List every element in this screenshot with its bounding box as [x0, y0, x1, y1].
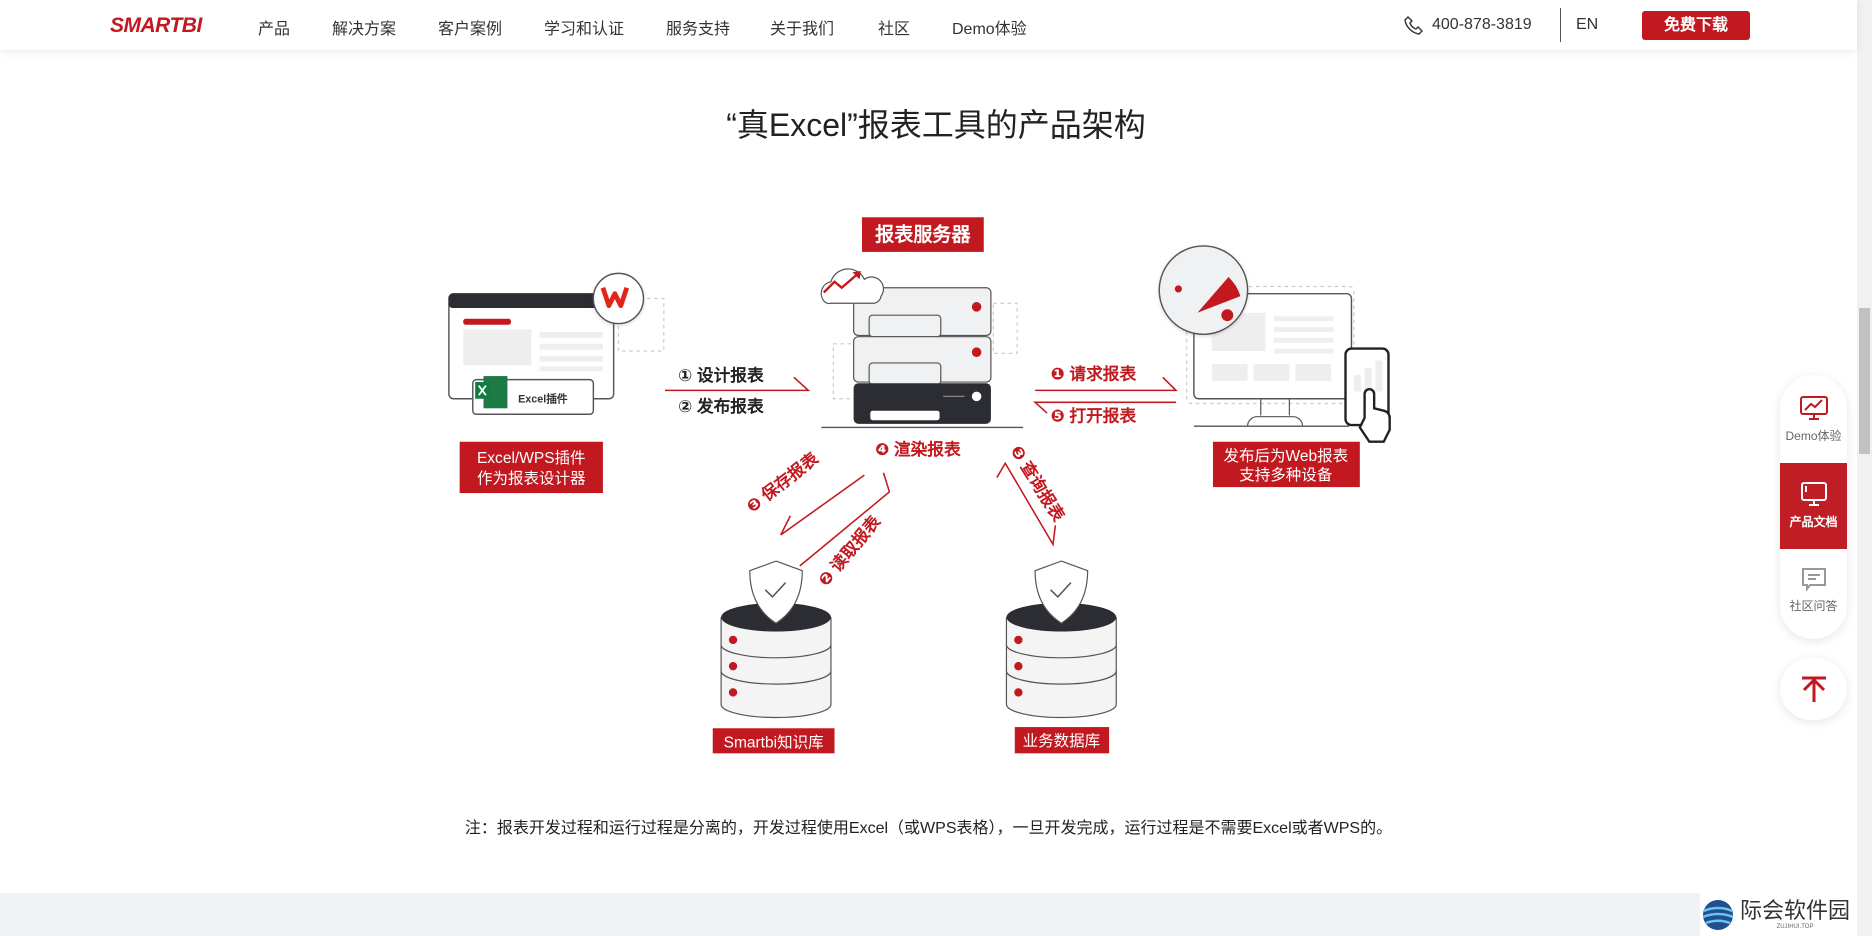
check-icon — [1050, 582, 1072, 599]
watermark-name: 际会软件园 — [1740, 897, 1851, 923]
free-download-button[interactable]: 免费下载 — [1642, 11, 1750, 40]
monitor-icon — [1800, 482, 1827, 506]
hand-pointer-icon — [1358, 388, 1391, 443]
scrollbar-thumb[interactable] — [1859, 308, 1870, 454]
sidebar-item-demo[interactable]: Demo体验 — [1780, 395, 1847, 444]
server-label: 报表服务器 — [875, 223, 971, 246]
excel-plugin-label: Excel插件 — [518, 392, 568, 405]
nav-about[interactable]: 关于我们 — [770, 21, 835, 38]
sidebar-item-label: Demo体验 — [1785, 429, 1842, 443]
arrow-query — [996, 461, 1057, 547]
language-switch[interactable]: EN — [1576, 16, 1599, 33]
server-label-box — [861, 217, 984, 252]
scrollbar[interactable] — [1857, 0, 1872, 936]
db-indicator — [728, 662, 738, 671]
step-render: ❹ 渲染报表 — [875, 439, 961, 459]
designer-label-box — [459, 441, 603, 494]
page-title: “真Excel”报表工具的产品架构 — [726, 107, 1146, 143]
watermark: 际会软件园 ZUJIHUI.TOP — [1700, 893, 1857, 936]
arrow-save — [780, 474, 865, 536]
arrow-request — [1035, 376, 1178, 392]
step-open: ❺ 打开报表 — [1051, 405, 1137, 425]
business-db-label: 业务数据库 — [1023, 732, 1101, 750]
db-body — [720, 617, 832, 719]
knowledge-db-label-box — [712, 728, 835, 754]
arrow-read — [799, 472, 891, 567]
footnote: 注：报表开发过程和运行过程是分离的，开发过程使用Excel（或WPS表格），一旦… — [464, 820, 1393, 837]
business-db-label-box — [1014, 727, 1110, 754]
db-indicator — [1014, 635, 1023, 645]
db-indicator — [1014, 662, 1023, 671]
designer-window-illustration: Excel插件 — [448, 272, 665, 415]
watermark-sub: ZUJIHUI.TOP — [1776, 923, 1814, 930]
sidebar-item-qa[interactable]: 社区问答 — [1780, 567, 1847, 614]
divider — [1560, 8, 1561, 42]
db-body — [1005, 617, 1117, 719]
phone-icon — [1404, 16, 1423, 35]
cloud-icon — [820, 268, 885, 305]
step-save: ❸ 保存报表 — [742, 448, 822, 517]
nav-demo[interactable]: Demo体验 — [952, 21, 1027, 38]
phone-contact[interactable]: 400-878-3819 — [1404, 15, 1532, 35]
db-ring — [1005, 670, 1117, 685]
arrow-up-icon — [1802, 676, 1826, 702]
server-illustration — [820, 268, 1024, 429]
nav-community[interactable]: 社区 — [878, 21, 911, 38]
globe-logo-icon — [1702, 899, 1734, 930]
top-nav: SMARTBI 产品 解决方案 客户案例 学习和认证 服务支持 关于我们 社区 … — [0, 0, 1857, 50]
db-ring — [1005, 644, 1117, 659]
web-client-illustration — [1158, 245, 1391, 443]
step-query: ❸ 查询报表 — [1007, 442, 1069, 525]
nav-solutions[interactable]: 解决方案 — [332, 21, 397, 38]
sidebar-item-label: 社区问答 — [1789, 599, 1838, 613]
knowledge-db-illustration — [720, 560, 832, 719]
floating-sidebar: Demo体验 产品文档 社区问答 — [1780, 375, 1847, 639]
chat-icon — [1801, 568, 1826, 591]
nav-learning[interactable]: 学习和认证 — [544, 21, 625, 38]
sidebar-item-docs-content[interactable]: 产品文档 — [1780, 481, 1847, 530]
db-indicator — [728, 688, 738, 697]
chart-monitor-icon — [1799, 396, 1828, 420]
db-indicator — [728, 635, 738, 645]
arrow-open — [1033, 401, 1176, 414]
client-label-box — [1212, 441, 1360, 488]
sidebar-item-docs[interactable]: 产品文档 — [1780, 463, 1847, 549]
excel-icon — [475, 376, 508, 409]
phone-number: 400-878-3819 — [1432, 16, 1532, 33]
business-db-illustration — [1005, 560, 1117, 719]
sidebar-item-label: 产品文档 — [1789, 515, 1838, 529]
db-indicator — [1014, 688, 1023, 697]
db-ring — [720, 644, 832, 659]
db-ring — [720, 670, 832, 685]
step-publish: ② 发布报表 — [678, 396, 764, 416]
step-request: ❶ 请求报表 — [1051, 364, 1137, 384]
back-to-top-button[interactable] — [1780, 658, 1847, 720]
client-label-line2: 支持多种设备 — [1239, 466, 1333, 484]
nav-support[interactable]: 服务支持 — [666, 21, 731, 38]
smartbi-logo[interactable]: SMARTBI — [110, 14, 202, 37]
knowledge-db-label: Smartbi知识库 — [724, 733, 824, 751]
step-read: ❷ 读取报表 — [814, 511, 885, 590]
footer-band — [0, 893, 1857, 936]
designer-label-line2: 作为报表设计器 — [477, 470, 586, 488]
client-label-line1: 发布后为Web报表 — [1223, 447, 1348, 465]
arrow-publish — [664, 376, 811, 392]
watermark-text: 际会软件园 ZUJIHUI.TOP — [1740, 897, 1851, 931]
nav-products[interactable]: 产品 — [258, 21, 291, 38]
step-design: ① 设计报表 — [678, 365, 764, 385]
nav-cases[interactable]: 客户案例 — [438, 21, 503, 38]
check-icon — [764, 582, 787, 599]
designer-label-line1: Excel/WPS插件 — [477, 449, 586, 467]
